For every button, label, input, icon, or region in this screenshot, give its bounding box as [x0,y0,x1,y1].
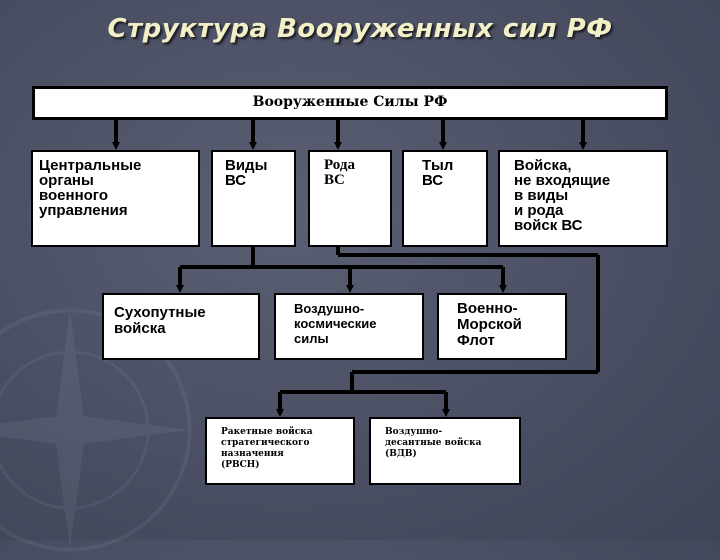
node-ground-forces: Сухопутные войска [102,293,260,360]
node-other-troops: Войска, не входящие в виды и рода войск … [498,150,668,247]
node-rear-services: Тыл ВС [402,150,488,247]
node-navy: Военно- Морской Флот [437,293,567,360]
node-combat-arms: Рода ВС [308,150,392,247]
connector-lines [112,120,600,417]
slide: Структура Вооруженных сил РФ [31,14,668,485]
node-aerospace-forces: Воздушно- космические силы [274,293,424,360]
node-strategic-missile-forces: Ракетные войска стратегического назначен… [205,417,355,485]
node-service-branches: Виды ВС [211,150,296,247]
slide-title: Структура Вооруженных сил РФ [107,14,613,44]
node-armed-forces: Вооруженные Силы РФ [32,86,668,120]
node-airborne-forces: Воздушно- десантные войска (ВДВ) [369,417,521,485]
node-central-command: Центральные органы военного управления [31,150,200,247]
